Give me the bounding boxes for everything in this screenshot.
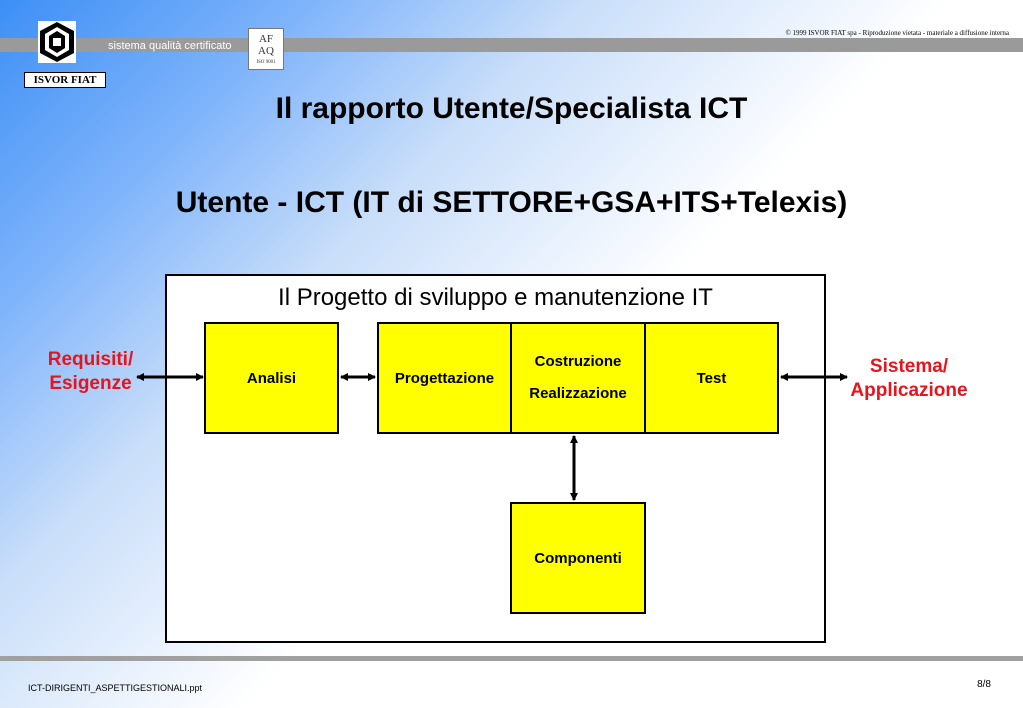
page-number: 8/8 bbox=[977, 679, 991, 690]
box-analisi-label: Analisi bbox=[246, 369, 297, 387]
slide-title: Il rapporto Utente/Specialista ICT bbox=[275, 92, 748, 125]
right-label-line2: Applicazione bbox=[850, 380, 968, 401]
box-costruzione: Costruzione Realizzazione bbox=[510, 322, 646, 434]
right-label: Sistema/ Applicazione bbox=[830, 355, 988, 403]
header-tagline: sistema qualità certificato bbox=[108, 40, 232, 52]
left-label-line2: Esigenze bbox=[49, 373, 132, 394]
isvor-logo-text: ISVOR FIAT bbox=[24, 72, 106, 88]
copyright-notice: © 1999 ISVOR FIAT spa - Riproduzione vie… bbox=[785, 29, 1009, 37]
afaq-line1: AF bbox=[258, 33, 274, 45]
box-test: Test bbox=[644, 322, 779, 434]
isvor-logo-icon bbox=[38, 21, 76, 63]
footer-filename: ICT-DIRIGENTI_ASPETTIGESTIONALI.ppt bbox=[28, 683, 203, 693]
afaq-iso: ISO 9001 bbox=[256, 60, 276, 65]
footer-bar bbox=[0, 656, 1023, 661]
box-componenti-label: Componenti bbox=[534, 549, 622, 567]
box-analisi: Analisi bbox=[204, 322, 339, 434]
box-costruzione-label-2: Realizzazione bbox=[529, 385, 627, 402]
slide-subtitle: Utente - ICT (IT di SETTORE+GSA+ITS+Tele… bbox=[175, 186, 848, 219]
left-label: Requisiti/ Esigenze bbox=[28, 348, 153, 396]
afaq-line2: AQ bbox=[258, 45, 274, 57]
box-costruzione-label-1: Costruzione bbox=[534, 353, 622, 370]
box-test-label: Test bbox=[696, 369, 727, 387]
right-label-line1: Sistema/ bbox=[869, 356, 949, 377]
box-progettazione-label: Progettazione bbox=[394, 369, 495, 387]
left-label-line1: Requisiti/ bbox=[47, 349, 134, 370]
box-componenti: Componenti bbox=[510, 502, 646, 614]
afaq-certification-logo: AF AQ ISO 9001 bbox=[248, 28, 284, 70]
frame-title: Il Progetto di sviluppo e manutenzione I… bbox=[278, 284, 713, 311]
box-progettazione: Progettazione bbox=[377, 322, 512, 434]
